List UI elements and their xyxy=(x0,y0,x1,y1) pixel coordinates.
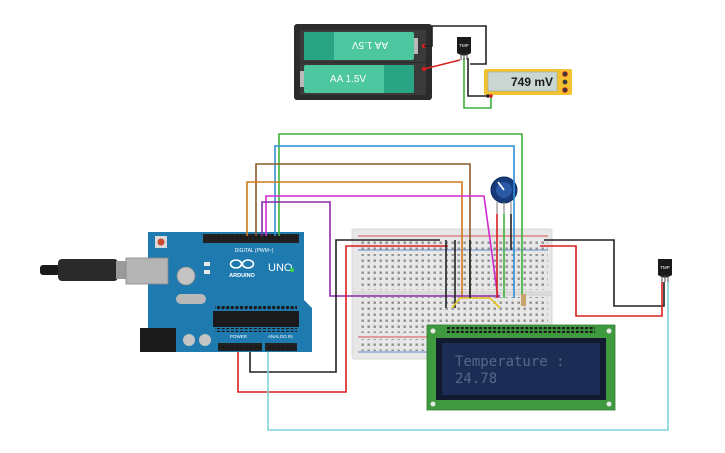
temperature-sensor-top[interactable]: TMP xyxy=(457,37,471,60)
lcd-line-1: Temperature : xyxy=(455,354,565,370)
multimeter-terminal-1[interactable] xyxy=(562,71,568,77)
battery-pack[interactable]: AA 1.5V AA 1.5V xyxy=(294,24,432,100)
usb-socket xyxy=(125,257,169,285)
temperature-sensor-right[interactable]: TMP xyxy=(658,259,672,282)
usb-cable xyxy=(40,259,130,281)
arduino-logo: ARDUINO xyxy=(229,259,256,279)
multimeter-reading: 749 mV xyxy=(511,75,553,89)
multimeter[interactable]: 749 mV xyxy=(484,69,572,98)
sensor-right-label: TMP xyxy=(660,265,670,270)
multimeter-terminal-3[interactable] xyxy=(562,87,568,93)
lcd-screen xyxy=(442,343,600,395)
sensor-top-label: TMP xyxy=(459,43,469,48)
analog-header-label: ANALOG IN xyxy=(268,334,293,339)
lcd-line-2: 24.78 xyxy=(455,371,497,387)
arduino-uno-board[interactable]: DIGITAL (PWM~) ARDUINO UNO POWER ANALOG … xyxy=(40,232,312,352)
lcd-16x2[interactable]: Temperature : 24.78 xyxy=(426,324,616,411)
multimeter-terminal-2[interactable] xyxy=(562,79,568,85)
battery-cell-bottom-label: AA 1.5V xyxy=(330,74,366,85)
wire-harness xyxy=(237,133,669,431)
power-header-label: POWER xyxy=(230,334,248,339)
potentiometer[interactable] xyxy=(490,176,518,214)
digital-header-label: DIGITAL (PWM~) xyxy=(235,248,274,254)
arduino-model: UNO xyxy=(268,262,293,274)
arduino-brand: ARDUINO xyxy=(229,273,255,279)
battery-cell-bottom: AA 1.5V xyxy=(300,65,414,93)
multimeter-display xyxy=(487,71,558,92)
battery-cell-top: AA 1.5V xyxy=(304,32,418,60)
dc-jack xyxy=(140,328,176,352)
battery-wires xyxy=(423,25,492,109)
atmega-chip xyxy=(213,311,299,327)
battery-cell-top-label: AA 1.5V xyxy=(352,39,388,50)
